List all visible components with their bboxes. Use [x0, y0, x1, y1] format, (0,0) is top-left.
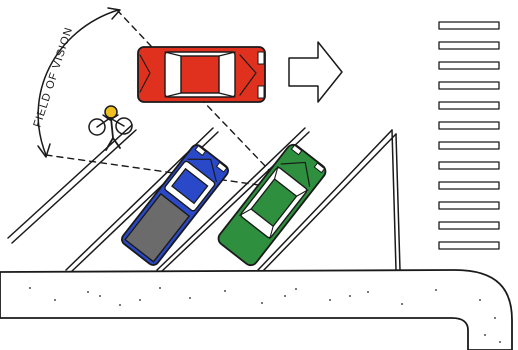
crosswalk-stripe [438, 221, 500, 230]
crosswalk-stripe [438, 101, 500, 110]
field-of-vision-label: FIELD OF VISION [31, 25, 75, 128]
parking-stall-lines [7, 124, 401, 273]
crosswalk-stripe [438, 21, 500, 30]
crosswalk-stripe [438, 241, 500, 250]
cyclist-wheel [115, 117, 133, 135]
parked-blue-truck [121, 144, 229, 266]
crosswalk-stripe [438, 141, 500, 150]
curb-outline [0, 269, 513, 350]
red-car-hood-crease [239, 54, 257, 96]
sight-line-upper [199, 97, 291, 193]
blue-truck-bed [124, 192, 191, 263]
stall-line [261, 133, 397, 273]
cyclist-body [105, 117, 121, 151]
cyclist-wheel [88, 118, 106, 136]
fov-arrowhead-top [107, 7, 121, 20]
stall-line [156, 127, 306, 271]
cyclist [88, 105, 133, 151]
direction-arrow-icon [288, 41, 343, 103]
sight-line-lower [45, 154, 281, 189]
crosswalk-stripe [438, 41, 500, 50]
moving-red-car [137, 46, 266, 103]
green-car-hood-crease [280, 161, 311, 187]
fov-arrowhead-bottom [37, 143, 51, 158]
field-of-vision-arc: FIELD OF VISION [31, 7, 121, 158]
stall-line [257, 129, 393, 271]
crosswalk [438, 21, 500, 250]
parked-green-car [217, 143, 327, 267]
curb-stipple [29, 287, 501, 343]
crosswalk-stripe [438, 121, 500, 130]
crosswalk-stripe [438, 201, 500, 210]
fov-arc [37, 9, 119, 156]
crosswalk-stripe [438, 181, 500, 190]
red-car-roof [180, 55, 220, 94]
curb [0, 269, 513, 350]
stall-end-line [395, 133, 401, 271]
crosswalk-stripe [438, 61, 500, 70]
crosswalk-stripe [438, 161, 500, 170]
blue-truck-roof [171, 167, 209, 205]
stall-line [11, 129, 137, 244]
stall-end-line [391, 129, 397, 271]
crosswalk-stripe [438, 81, 500, 90]
green-car-roof [250, 178, 298, 228]
stall-line [7, 124, 133, 239]
